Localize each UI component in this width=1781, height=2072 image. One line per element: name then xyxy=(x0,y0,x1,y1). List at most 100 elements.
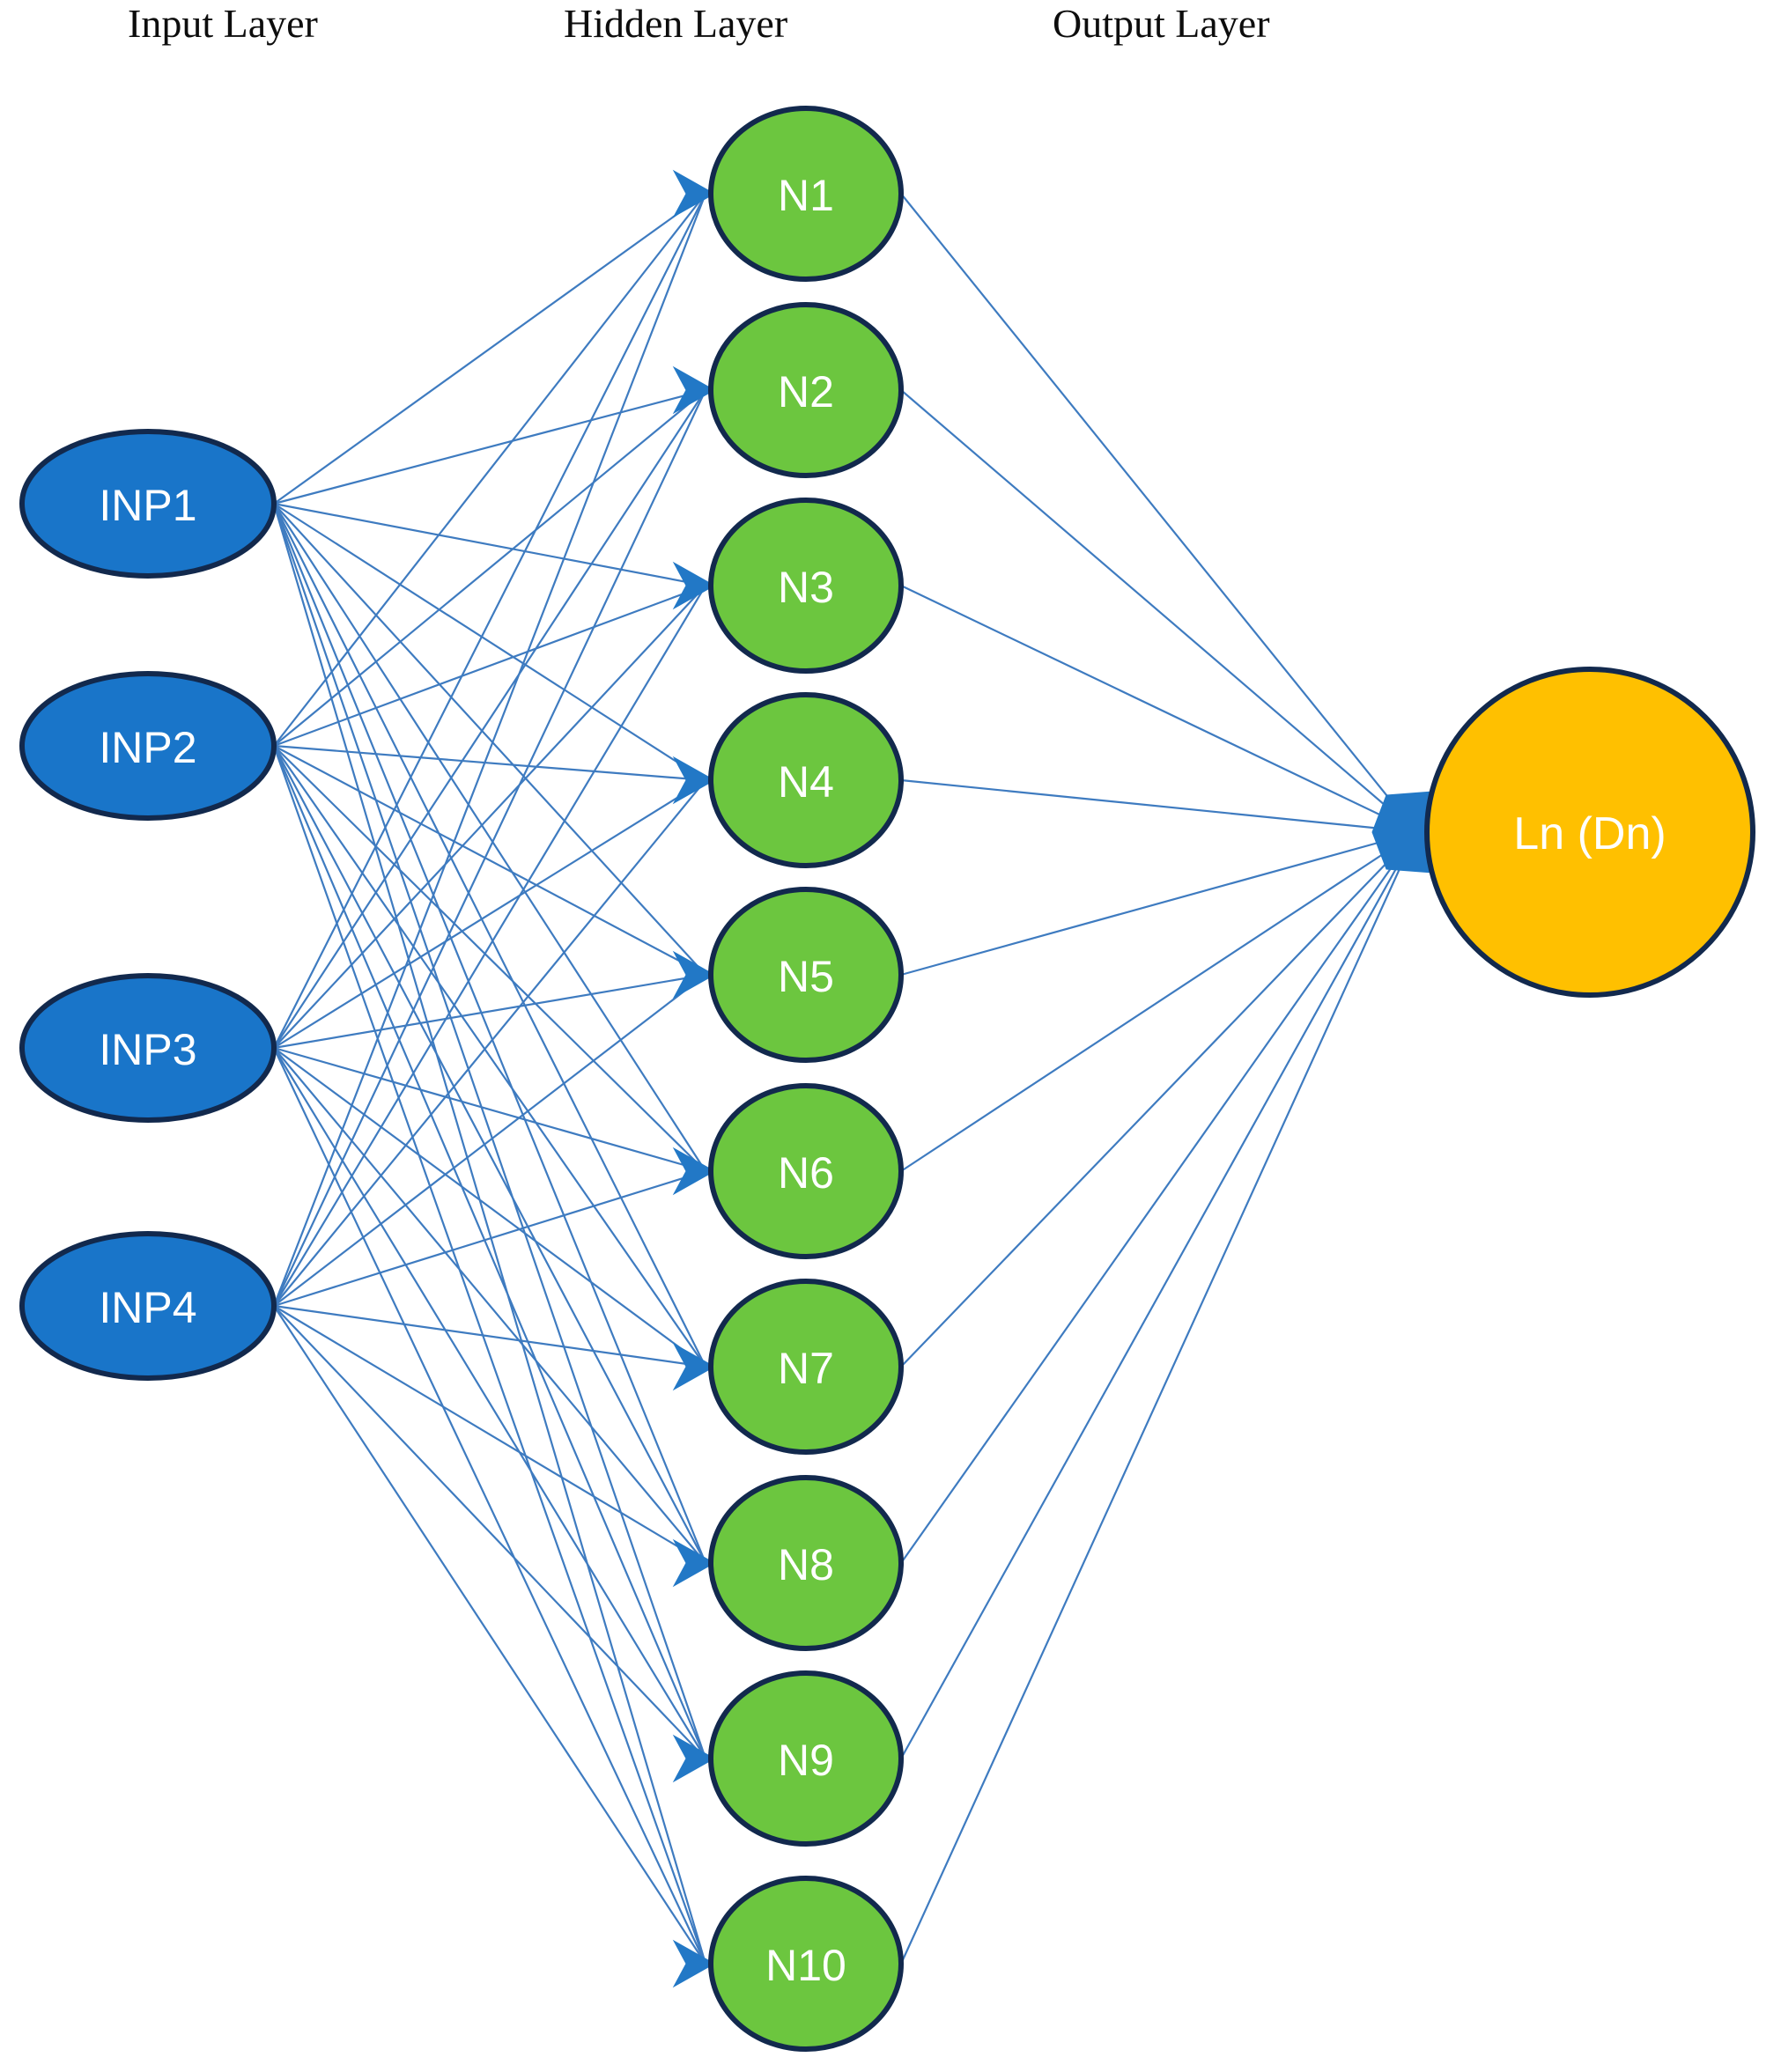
edge-inp4-to-n6 xyxy=(273,1169,706,1308)
edge-inp1-to-n8 xyxy=(272,503,707,1564)
edge-n9-to-out1 xyxy=(900,831,1417,1759)
arrowhead-output-layer xyxy=(1371,791,1433,874)
edge-inp1-to-n3 xyxy=(273,502,706,587)
hidden-node-n9[interactable]: N9 xyxy=(708,1670,904,1847)
hidden-node-n3[interactable]: N3 xyxy=(708,498,904,674)
hidden-node-n10[interactable]: N10 xyxy=(708,1876,904,2052)
arrowhead-into-n3 xyxy=(672,561,716,610)
edge-inp3-to-n2 xyxy=(273,389,706,1049)
edge-n4-to-out1 xyxy=(900,778,1417,834)
edge-inp1-to-n2 xyxy=(273,388,706,505)
input-node-label: INP3 xyxy=(99,1025,196,1074)
input-node-shape xyxy=(19,973,277,1123)
input-node-inp3[interactable]: INP3 xyxy=(19,973,277,1123)
hidden-node-label: N4 xyxy=(778,757,834,807)
input-node-shape xyxy=(19,429,277,579)
arrowhead-into-n6 xyxy=(672,1147,716,1196)
edge-inp3-to-n6 xyxy=(273,1046,706,1173)
edge-n8-to-out1 xyxy=(900,831,1417,1564)
edge-n7-to-out1 xyxy=(900,831,1417,1368)
hidden-node-label: N10 xyxy=(765,1941,846,1990)
output-layer-nodes: Ln (Dn) xyxy=(1424,667,1755,998)
edge-inp1-to-n6 xyxy=(273,503,706,1172)
edge-inp2-to-n9 xyxy=(272,745,707,1759)
edge-inp3-to-n7 xyxy=(273,1047,706,1368)
edges-input-to-hidden xyxy=(272,193,707,1965)
edge-inp4-to-n3 xyxy=(273,585,706,1307)
arrowhead-into-n8 xyxy=(672,1538,716,1588)
input-node-label: INP1 xyxy=(99,481,196,530)
edge-inp1-to-n4 xyxy=(273,503,706,781)
edge-n1-to-out1 xyxy=(900,193,1417,833)
arrowhead-into-n4 xyxy=(672,756,716,805)
edge-inp2-to-n10 xyxy=(272,745,707,1965)
edge-inp3-to-n10 xyxy=(273,1047,706,1965)
edge-inp2-to-n5 xyxy=(273,745,706,976)
edge-n5-to-out1 xyxy=(900,830,1417,977)
hidden-node-shape xyxy=(708,106,904,282)
edge-inp4-to-n4 xyxy=(273,779,706,1307)
edge-inp2-to-n7 xyxy=(273,745,706,1368)
hidden-node-shape xyxy=(708,498,904,674)
edge-inp2-to-n6 xyxy=(273,745,706,1172)
edge-inp2-to-n4 xyxy=(273,744,706,782)
hidden-node-shape xyxy=(708,1670,904,1847)
input-layer-title: Input Layer xyxy=(128,1,318,46)
edge-n10-to-out1 xyxy=(899,831,1418,1965)
arrowheads-hidden-layer xyxy=(672,169,716,1988)
hidden-node-n6[interactable]: N6 xyxy=(708,1083,904,1259)
hidden-node-label: N2 xyxy=(778,367,834,417)
arrowhead-into-n1 xyxy=(672,169,716,218)
edge-inp2-to-n3 xyxy=(273,584,706,748)
hidden-node-shape xyxy=(708,1475,904,1651)
edge-inp3-to-n5 xyxy=(273,973,706,1050)
input-node-inp2[interactable]: INP2 xyxy=(19,671,277,821)
hidden-node-n4[interactable]: N4 xyxy=(708,692,904,868)
input-node-shape xyxy=(19,1231,277,1381)
output-node-label: Ln (Dn) xyxy=(1513,808,1666,859)
input-node-label: INP4 xyxy=(99,1283,196,1332)
hidden-node-n1[interactable]: N1 xyxy=(708,106,904,282)
edge-inp3-to-n3 xyxy=(273,585,706,1049)
input-node-inp1[interactable]: INP1 xyxy=(19,429,277,579)
hidden-node-label: N8 xyxy=(778,1540,834,1589)
edge-inp3-to-n9 xyxy=(273,1047,706,1759)
edge-inp2-to-n2 xyxy=(273,389,706,747)
output-node-shape xyxy=(1424,667,1755,998)
edge-inp4-to-n8 xyxy=(273,1305,706,1564)
edge-inp3-to-n1 xyxy=(273,193,706,1049)
edge-n3-to-out1 xyxy=(900,585,1417,833)
hidden-node-n2[interactable]: N2 xyxy=(708,302,904,478)
edge-inp4-to-n2 xyxy=(273,389,706,1307)
edge-inp1-to-n7 xyxy=(273,503,706,1368)
hidden-node-n5[interactable]: N5 xyxy=(708,887,904,1063)
hidden-node-label: N9 xyxy=(778,1736,834,1785)
arrowhead-into-out1 xyxy=(1371,791,1433,874)
edge-inp1-to-n10 xyxy=(272,503,707,1965)
input-node-inp4[interactable]: INP4 xyxy=(19,1231,277,1381)
hidden-node-n8[interactable]: N8 xyxy=(708,1475,904,1651)
hidden-node-shape xyxy=(708,887,904,1063)
hidden-node-n7[interactable]: N7 xyxy=(708,1279,904,1455)
edge-inp2-to-n1 xyxy=(273,193,706,747)
hidden-node-label: N1 xyxy=(778,171,834,220)
edge-inp4-to-n5 xyxy=(273,974,706,1307)
edge-inp4-to-n1 xyxy=(272,193,707,1307)
hidden-node-label: N5 xyxy=(778,952,834,1001)
hidden-node-label: N6 xyxy=(778,1148,834,1198)
arrowhead-into-n10 xyxy=(672,1939,716,1988)
output-layer-title: Output Layer xyxy=(1053,1,1270,46)
edge-inp4-to-n9 xyxy=(273,1305,706,1759)
hidden-node-label: N7 xyxy=(778,1344,834,1393)
hidden-node-shape xyxy=(708,1083,904,1259)
arrowhead-into-n7 xyxy=(672,1342,716,1391)
hidden-node-shape xyxy=(708,692,904,868)
hidden-node-label: N3 xyxy=(778,563,834,612)
output-node-out1[interactable]: Ln (Dn) xyxy=(1424,667,1755,998)
hidden-node-shape xyxy=(708,302,904,478)
edge-inp4-to-n10 xyxy=(273,1305,706,1965)
